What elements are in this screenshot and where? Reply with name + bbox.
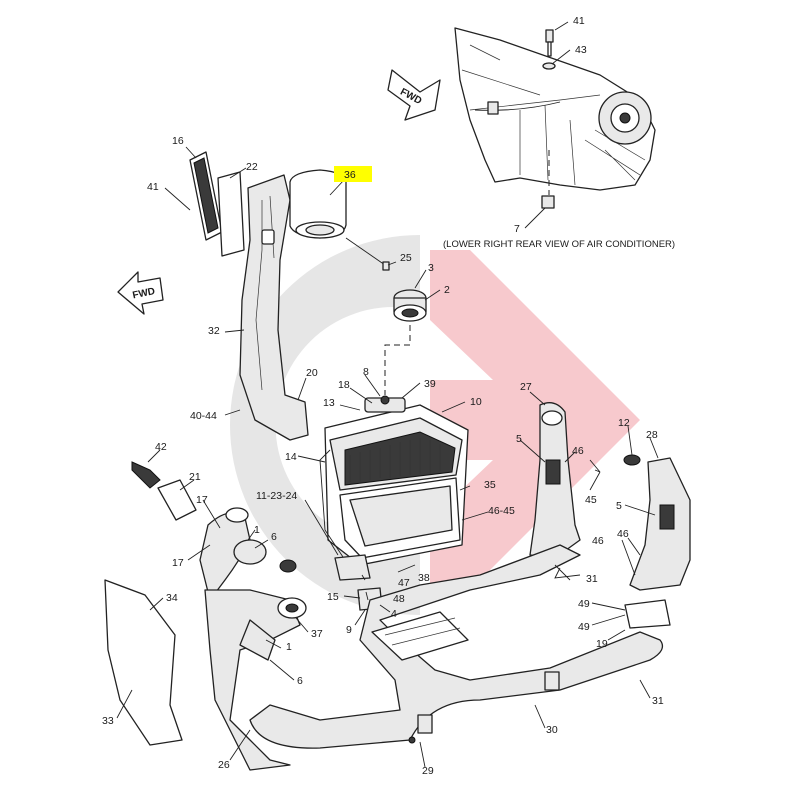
callout-label: 37	[311, 628, 323, 640]
callout-label: 43	[575, 44, 587, 56]
callout-label: 30	[546, 724, 558, 736]
filter-grille	[189, 151, 223, 241]
callout-label: 17	[172, 557, 184, 569]
callout-label: 20	[306, 367, 318, 379]
callout-label: 48	[393, 593, 405, 605]
side-panel	[104, 579, 183, 746]
cylinder-filter	[289, 169, 347, 239]
callout-label: 41	[573, 15, 585, 27]
callout-label: 47	[398, 577, 410, 589]
fwd-arrow-text: FWD	[132, 286, 157, 301]
callout-label: 3	[428, 262, 434, 274]
callout-label: 5	[516, 433, 522, 445]
callout-label: 12	[618, 417, 630, 429]
callout-label: 46	[572, 445, 584, 457]
mount-bracket	[334, 554, 371, 581]
callout-label: 38	[418, 572, 430, 584]
callout-label: 39	[424, 378, 436, 390]
callout-label: 15	[327, 591, 339, 603]
callout-label: 21	[189, 471, 201, 483]
callout-label: 25	[400, 252, 412, 264]
callout-label: 34	[166, 592, 178, 604]
highlight-box	[334, 166, 372, 182]
leader-lines	[116, 21, 659, 768]
callout-label: 11-23-24	[256, 490, 297, 502]
inset-caption: (LOWER RIGHT REAR VIEW OF AIR CONDITIONE…	[443, 239, 675, 250]
callout-label: 19	[596, 638, 608, 650]
left-duct-assembly	[131, 461, 307, 771]
callout-label: 49	[578, 621, 590, 633]
callout-label: 9	[346, 624, 352, 636]
callout-label: 35	[484, 479, 496, 491]
lower-duct	[249, 544, 664, 749]
callout-label: 45	[585, 494, 597, 506]
callout-label: 40-44	[190, 410, 217, 422]
callout-label: 22	[246, 161, 258, 173]
callout-label: 42	[155, 441, 167, 453]
callout-label: 10	[470, 396, 482, 408]
callout-label: 46	[617, 528, 629, 540]
callout-label: 33	[102, 715, 114, 727]
callout-label: 1	[286, 641, 292, 653]
gasket	[217, 171, 245, 257]
callout-label: 5	[616, 500, 622, 512]
callout-label: 46-45	[488, 505, 515, 517]
callout-labels: 41 43 7 16 22 36 41 25 3 2 32 20 40-44 1…	[102, 15, 664, 777]
callout-label: 31	[586, 573, 598, 585]
callout-label: 8	[363, 366, 369, 378]
callout-label: 6	[271, 531, 277, 543]
callout-label: 6	[297, 675, 303, 687]
callout-label: 31	[652, 695, 664, 707]
callout-label: 16	[172, 135, 184, 147]
callout-label: 2	[444, 284, 450, 296]
callout-label: 41	[147, 181, 159, 193]
callout-label: 49	[578, 598, 590, 610]
callout-label: 13	[323, 397, 335, 409]
callout-label: 14	[285, 451, 297, 463]
callout-label: 18	[338, 379, 350, 391]
fwd-arrow-main: FWD	[117, 271, 164, 315]
callout-label: 17	[196, 494, 208, 506]
duct-upper	[239, 174, 309, 441]
callout-label: 32	[208, 325, 220, 337]
fitting	[393, 289, 427, 322]
callout-label: 1	[254, 524, 260, 536]
ac-unit	[319, 395, 469, 566]
callout-label: 28	[646, 429, 658, 441]
callout-label: 46	[592, 535, 604, 547]
callout-label: 29	[422, 765, 434, 777]
fwd-arrow-inset: FWD	[387, 69, 441, 121]
callout-label: 4	[391, 608, 397, 620]
callout-label: 36	[344, 169, 356, 181]
callout-label: 7	[514, 223, 520, 235]
inset-ac-rear-view	[454, 27, 656, 209]
callout-label: 27	[520, 381, 532, 393]
callout-label: 26	[218, 759, 230, 771]
